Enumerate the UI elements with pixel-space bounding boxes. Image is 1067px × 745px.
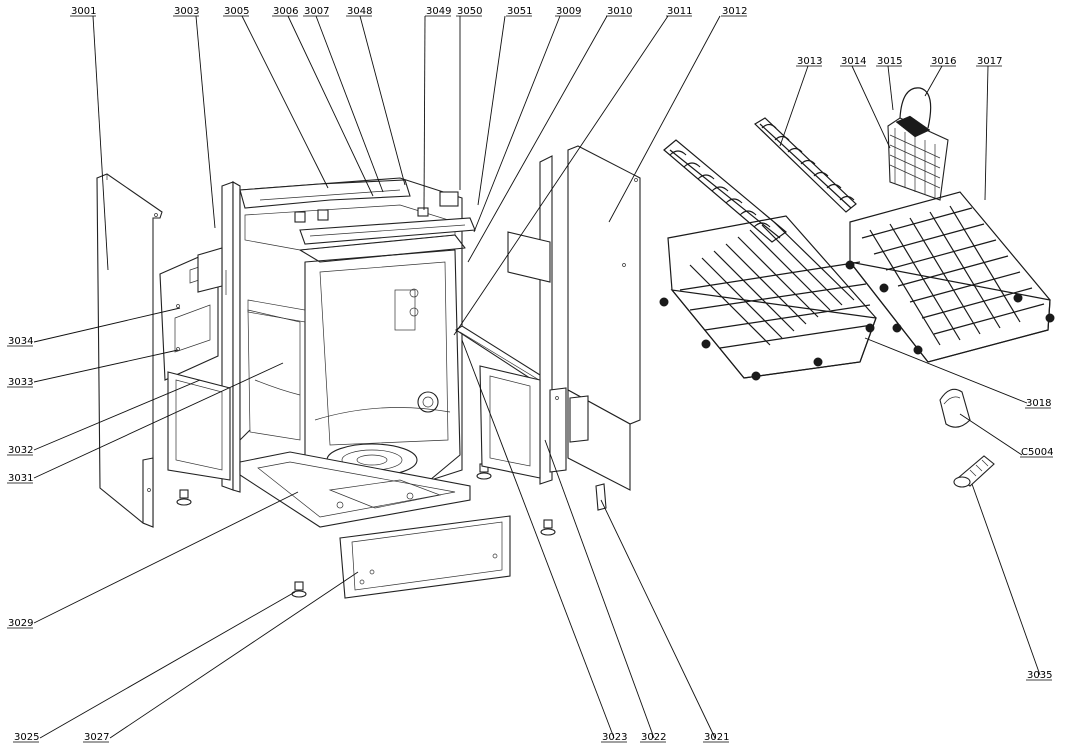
callout-3016: 3016 <box>930 56 956 67</box>
right-side-panel <box>567 145 641 491</box>
svg-text:3006: 3006 <box>273 6 298 17</box>
lower-basket-grid <box>861 205 1045 346</box>
detergent-cup <box>939 388 971 428</box>
svg-text:3027: 3027 <box>84 732 109 743</box>
svg-text:3005: 3005 <box>224 6 249 17</box>
svg-text:3051: 3051 <box>507 6 532 17</box>
callout-3027: 3027 <box>83 732 109 743</box>
left-side-panel <box>96 173 163 528</box>
hinge <box>595 483 607 511</box>
callout-3006: 3006 <box>272 6 298 17</box>
svg-text:3029: 3029 <box>8 618 33 629</box>
svg-text:3035: 3035 <box>1027 670 1052 681</box>
svg-text:3003: 3003 <box>174 6 199 17</box>
svg-text:3012: 3012 <box>722 6 747 17</box>
callout-3007: 3007 <box>303 6 329 17</box>
upper-basket <box>659 215 877 381</box>
callout-labels: 3001 3003 3005 3006 3007 3048 3049 3050 … <box>7 6 1053 743</box>
front-frame-left <box>167 181 241 493</box>
svg-text:3049: 3049 <box>426 6 451 17</box>
callout-3015: 3015 <box>876 56 902 67</box>
svg-text:3001: 3001 <box>71 6 96 17</box>
svg-text:3023: 3023 <box>602 732 627 743</box>
callout-3051: 3051 <box>506 6 532 17</box>
leader-lines <box>33 15 1041 739</box>
foot-4 <box>291 581 307 598</box>
kick-plate <box>339 515 511 599</box>
svg-text:3025: 3025 <box>14 732 39 743</box>
basket-grid <box>889 128 941 198</box>
svg-text:3009: 3009 <box>556 6 581 17</box>
svg-text:3013: 3013 <box>797 56 822 67</box>
svg-text:3015: 3015 <box>877 56 902 67</box>
callout-3001: 3001 <box>70 6 96 17</box>
callout-3009: 3009 <box>555 6 581 17</box>
upper-basket-racks <box>679 221 873 349</box>
svg-text:3032: 3032 <box>8 445 33 456</box>
svg-text:C5004: C5004 <box>1021 447 1053 458</box>
callout-3031: 3031 <box>7 473 33 484</box>
cutlery-tray-right <box>754 117 857 213</box>
callout-3021: 3021 <box>703 732 729 743</box>
svg-text:3016: 3016 <box>931 56 956 67</box>
callout-3049: 3049 <box>425 6 451 17</box>
svg-text:3050: 3050 <box>457 6 482 17</box>
callout-3029: 3029 <box>7 618 33 629</box>
svg-text:3033: 3033 <box>8 377 33 388</box>
callout-3011: 3011 <box>666 6 692 17</box>
callout-3014: 3014 <box>840 56 866 67</box>
svg-text:3017: 3017 <box>977 56 1002 67</box>
front-frame-right <box>479 155 567 485</box>
foot-3 <box>540 519 556 536</box>
svg-text:3048: 3048 <box>347 6 372 17</box>
callout-3022: 3022 <box>640 732 666 743</box>
callout-3033: 3033 <box>7 377 33 388</box>
tray-right-tines <box>761 123 855 201</box>
svg-text:3014: 3014 <box>841 56 866 67</box>
callout-3003: 3003 <box>173 6 199 17</box>
cutlery-tray-left <box>663 139 787 243</box>
callout-3012: 3012 <box>721 6 747 17</box>
callout-3005: 3005 <box>223 6 249 17</box>
callout-3035: 3035 <box>1026 670 1052 681</box>
callout-C5004: C5004 <box>1020 447 1053 458</box>
callout-3050: 3050 <box>456 6 482 17</box>
base-tray <box>239 451 471 528</box>
callout-3032: 3032 <box>7 445 33 456</box>
lower-basket <box>845 191 1055 363</box>
cutlery-basket <box>887 87 949 201</box>
svg-text:3010: 3010 <box>607 6 632 17</box>
svg-text:3022: 3022 <box>641 732 666 743</box>
callout-3023: 3023 <box>601 732 627 743</box>
callout-3017: 3017 <box>976 56 1002 67</box>
callout-3025: 3025 <box>13 732 39 743</box>
tub <box>239 177 476 491</box>
svg-text:3018: 3018 <box>1026 398 1051 409</box>
salt-funnel <box>953 455 995 488</box>
callout-3010: 3010 <box>606 6 632 17</box>
svg-text:3031: 3031 <box>8 473 33 484</box>
callout-3048: 3048 <box>346 6 372 17</box>
svg-text:3034: 3034 <box>8 336 33 347</box>
callout-3018: 3018 <box>1025 398 1051 409</box>
svg-text:3011: 3011 <box>667 6 692 17</box>
callout-3034: 3034 <box>7 336 33 347</box>
tray-left-tines <box>669 150 771 228</box>
svg-text:3007: 3007 <box>304 6 329 17</box>
svg-text:3021: 3021 <box>704 732 729 743</box>
level-feet <box>176 463 556 598</box>
callout-3013: 3013 <box>796 56 822 67</box>
foot-1 <box>176 489 192 506</box>
